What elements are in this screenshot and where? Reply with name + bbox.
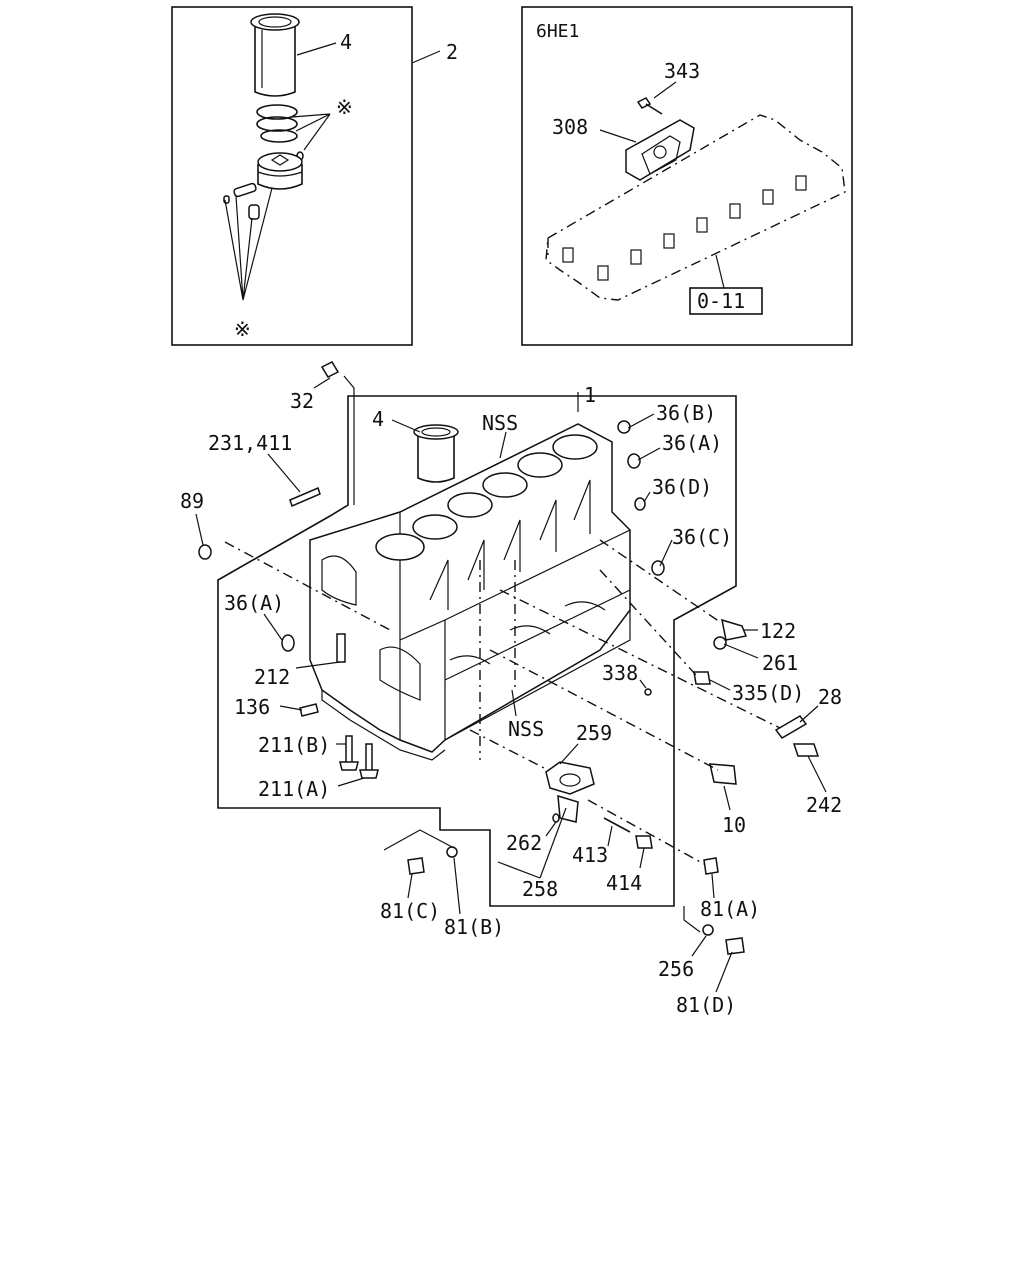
label-adapter-10: 10 — [722, 813, 746, 837]
bolt-343-drawing — [636, 97, 663, 115]
label-washer-261: 261 — [762, 651, 798, 675]
label-liner-4: 4 — [340, 30, 352, 54]
label-sensor-242: 242 — [806, 793, 842, 817]
label-stud-231-411: 231,411 — [208, 431, 292, 455]
label-plug-81b: 81(B) — [444, 915, 504, 939]
cylinder-head-drawing — [545, 114, 846, 301]
inset-frame-left — [171, 6, 413, 346]
label-plug-36a-left: 36(A) — [224, 591, 284, 615]
label-block-1: 1 — [584, 383, 596, 407]
label-plug-32: 32 — [290, 389, 314, 413]
label-bolt-343: 343 — [664, 59, 700, 83]
label-plug-136: 136 — [234, 695, 270, 719]
label-plug-36a-right: 36(A) — [662, 431, 722, 455]
block-body — [309, 423, 631, 761]
label-plug-81a: 81(A) — [700, 897, 760, 921]
small-parts — [198, 361, 820, 955]
label-plug-81c: 81(C) — [380, 899, 440, 923]
inset-frame-right — [521, 6, 853, 346]
label-nss-bottom: NSS — [508, 717, 544, 741]
label-plug-81d: 81(D) — [676, 993, 736, 1017]
centre-lines — [224, 539, 781, 865]
label-pins-mark: ※ — [234, 317, 251, 341]
label-washer-262: 262 — [506, 831, 542, 855]
label-bracket-28: 28 — [818, 685, 842, 709]
piston-drawing — [257, 152, 303, 190]
ref-box — [689, 287, 763, 315]
label-bolt-211a: 211(A) — [258, 777, 330, 801]
label-plug-122: 122 — [760, 619, 796, 643]
piston-pins-drawing — [223, 182, 260, 220]
label-plug-89: 89 — [180, 489, 204, 513]
label-bolt-211b: 211(B) — [258, 733, 330, 757]
leader-lines — [195, 377, 827, 993]
liner-drawing — [250, 13, 300, 97]
label-rings-mark: ※ — [336, 95, 353, 119]
engine-6he1-inset: 6HE1 343 308 0-11 — [521, 6, 853, 346]
liner-4-drawing — [413, 424, 459, 483]
label-pin-212: 212 — [254, 665, 290, 689]
label-plug-36b: 36(B) — [656, 401, 716, 425]
label-nss-top: NSS — [482, 411, 518, 435]
label-plug-338: 338 — [602, 661, 638, 685]
label-piston-kit-2: 2 — [446, 40, 458, 64]
label-stud-413: 413 — [572, 843, 608, 867]
label-ref-0-11: 0-11 — [697, 289, 745, 313]
engine-block-assembly: 1 32 4 NSS 36(B) 36(A) 36(D) 36(C) 231,4… — [180, 361, 842, 1017]
label-plug-36d: 36(D) — [652, 475, 712, 499]
label-plug-36c: 36(C) — [672, 525, 732, 549]
label-nut-414: 414 — [606, 871, 642, 895]
piston-kit-inset: 4 2 ※ ※ — [171, 6, 458, 346]
label-bracket-308: 308 — [552, 115, 588, 139]
label-housing-259: 259 — [576, 721, 612, 745]
label-washer-256: 256 — [658, 957, 694, 981]
piston-rings-drawing — [256, 104, 304, 161]
group-outline — [217, 395, 737, 907]
bracket-308-drawing — [625, 119, 695, 181]
label-bolt-335d: 335(D) — [732, 681, 804, 705]
label-housing-258: 258 — [522, 877, 558, 901]
label-liner-4-main: 4 — [372, 407, 384, 431]
engine-model-label: 6HE1 — [536, 21, 579, 42]
